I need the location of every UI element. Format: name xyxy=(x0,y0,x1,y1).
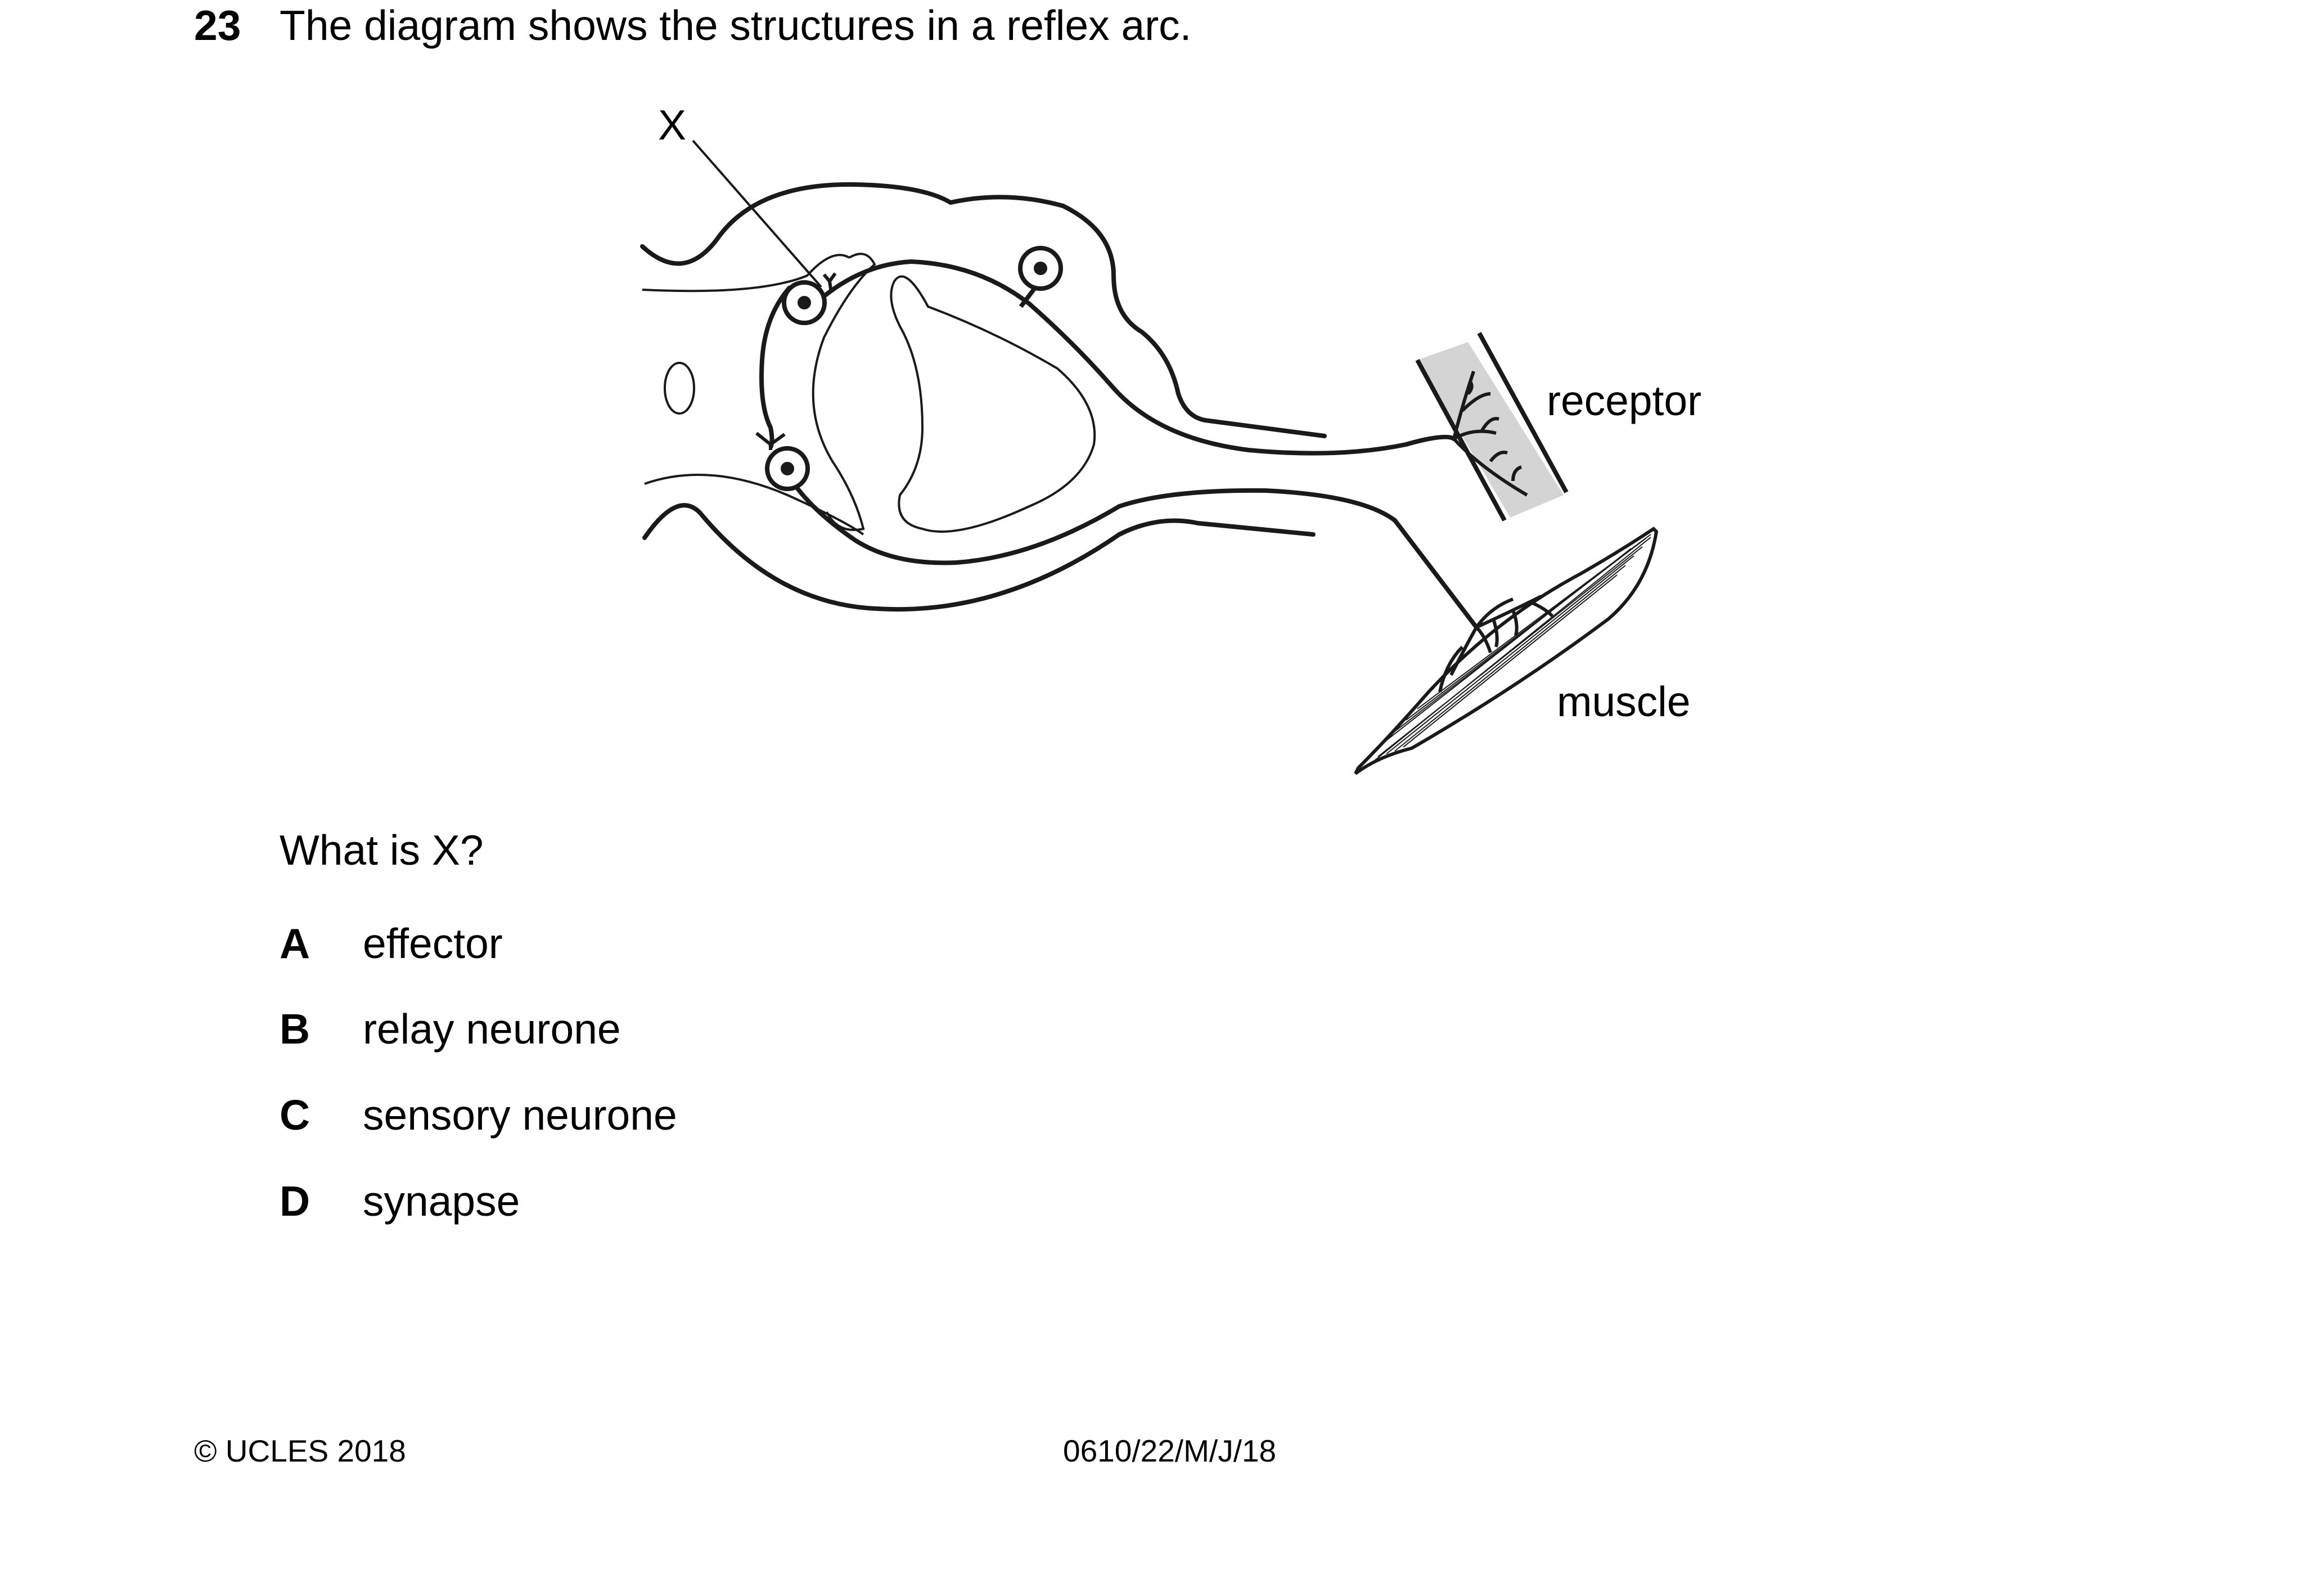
cell-body-relay xyxy=(782,280,827,325)
question-prompt: What is X? xyxy=(280,826,484,874)
option-d-letter: D xyxy=(280,1177,310,1225)
x-pointer-line xyxy=(692,140,822,288)
receptor-shape xyxy=(1415,332,1569,521)
synapse-ending-top xyxy=(822,272,837,293)
option-d-text: synapse xyxy=(363,1177,520,1225)
option-c-text: sensory neurone xyxy=(363,1091,677,1139)
muscle-label: muscle xyxy=(1557,678,1691,725)
central-canal xyxy=(664,362,695,415)
reflex-arc-diagram xyxy=(640,140,1659,775)
ventral-root-line xyxy=(644,474,864,536)
option-a-letter: A xyxy=(280,920,310,967)
spinal-cord-outline-bottom xyxy=(642,503,1316,612)
footer-copyright: © UCLES 2018 xyxy=(194,1433,406,1468)
question-stem: The diagram shows the structures in a re… xyxy=(280,2,1192,49)
inner-grey-matter xyxy=(890,275,1096,533)
dorsal-root-line xyxy=(642,254,850,293)
footer-paper-code: 0610/22/M/J/18 xyxy=(1063,1433,1277,1468)
grey-matter-outline xyxy=(812,253,876,531)
x-label: X xyxy=(658,101,687,149)
motor-neurone-axon xyxy=(788,476,1479,630)
option-b-letter: B xyxy=(280,1005,310,1053)
muscle-shape xyxy=(1354,527,1659,775)
relay-neurone-axon xyxy=(759,285,792,448)
receptor-label: receptor xyxy=(1547,377,1702,424)
option-c-letter: C xyxy=(280,1091,310,1139)
option-b-text: relay neurone xyxy=(363,1005,621,1053)
question-number: 23 xyxy=(194,2,241,49)
cell-body-motor xyxy=(765,446,810,491)
sensory-neurone-axon xyxy=(816,259,1456,456)
synapse-ending-bottom xyxy=(755,431,786,450)
cell-body-top-right xyxy=(1018,246,1063,308)
option-a-text: effector xyxy=(363,920,503,967)
spinal-cord-outline-top xyxy=(640,182,1327,438)
